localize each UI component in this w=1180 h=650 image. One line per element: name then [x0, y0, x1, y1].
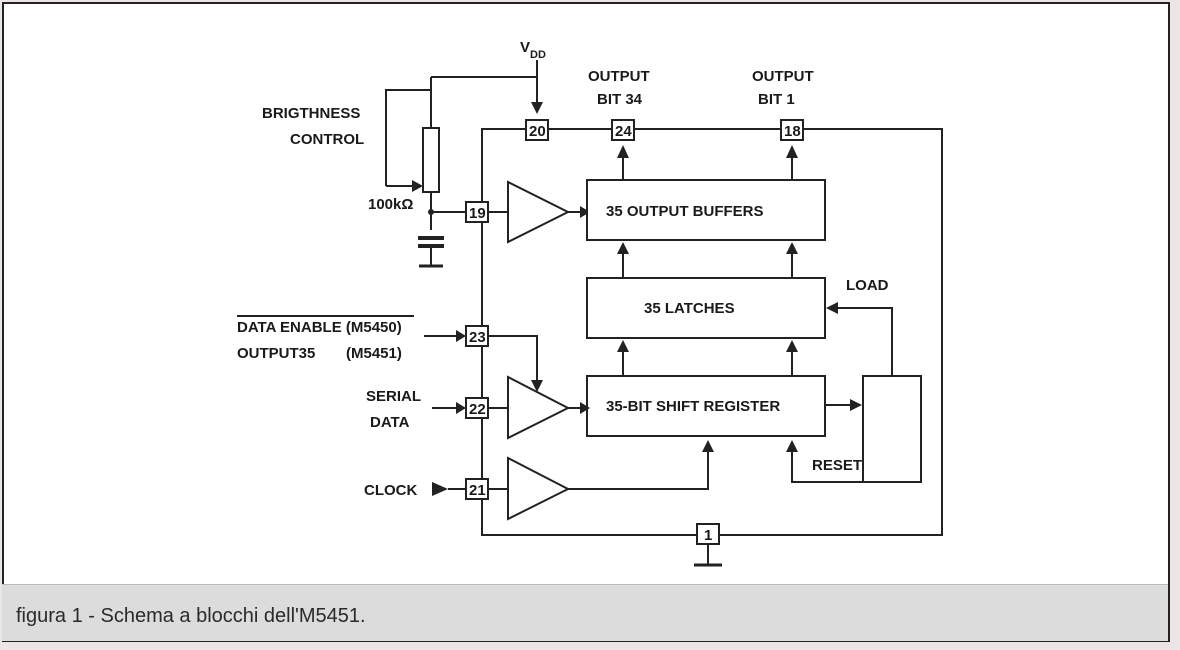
- sr-to-latch-arrow-1: [617, 340, 629, 352]
- serial-arrow: [456, 402, 466, 414]
- vdd-arrow: [531, 102, 543, 114]
- out34-arrow: [617, 145, 629, 158]
- output-bit1-label-1: OUTPUT: [752, 68, 814, 85]
- load-arrow: [826, 302, 838, 314]
- load-line: [836, 308, 892, 376]
- load-label: LOAD: [846, 277, 889, 294]
- output-bit34-label-2: BIT 34: [597, 91, 643, 108]
- output35-variant-label: (M5451): [346, 345, 402, 362]
- clock-label: CLOCK: [364, 482, 417, 499]
- pin-18-label: 18: [784, 123, 801, 140]
- sr-to-latch-arrow-2: [786, 340, 798, 352]
- enable-to-buffer-line: [488, 336, 537, 384]
- pin-23-label: 23: [469, 329, 486, 346]
- caption-bar: figura 1 - Schema a blocchi dell'M5451.: [2, 584, 1168, 641]
- brightness-buffer: [508, 182, 568, 242]
- reset-arrow: [786, 440, 798, 452]
- latches-label: 35 LATCHES: [644, 300, 735, 317]
- clock-to-sr-line: [568, 450, 708, 489]
- serial-label-1: SERIAL: [366, 388, 421, 405]
- out1-arrow: [786, 145, 798, 158]
- data-enable-arrow: [456, 330, 466, 342]
- output-bit1-label-2: BIT 1: [758, 91, 795, 108]
- figure-caption: figura 1 - Schema a blocchi dell'M5451.: [16, 605, 366, 628]
- data-enable-label: DATA ENABLE (M5450): [237, 319, 402, 336]
- pot-wiper-arrow: [412, 180, 423, 192]
- latch-to-buffer-arrow-2: [786, 242, 798, 254]
- reset-label: RESET: [812, 457, 862, 474]
- pin-22-label: 22: [469, 401, 486, 418]
- pin-19-label: 19: [469, 205, 486, 222]
- output35-label: OUTPUT35: [237, 345, 315, 362]
- vdd-label: VDD: [520, 39, 546, 61]
- clock-arrow: [432, 482, 448, 496]
- output-buffers-label: 35 OUTPUT BUFFERS: [606, 203, 764, 220]
- output-bit34-label-1: OUTPUT: [588, 68, 650, 85]
- potentiometer: [423, 128, 439, 192]
- pin-21-label: 21: [469, 482, 486, 499]
- serial-label-2: DATA: [370, 414, 410, 431]
- shift-register-label: 35-BIT SHIFT REGISTER: [606, 398, 780, 415]
- control-block: [863, 376, 921, 482]
- clock-to-sr-arrow: [702, 440, 714, 452]
- brightness-label-1: BRIGTHNESS: [262, 105, 360, 122]
- clock-buffer: [508, 458, 568, 519]
- latch-to-buffer-arrow-1: [617, 242, 629, 254]
- pin-20-label: 20: [529, 123, 546, 140]
- brightness-label-2: CONTROL: [290, 131, 364, 148]
- resistor-value: 100kΩ: [368, 196, 413, 213]
- sr-to-control-arrow: [850, 399, 862, 411]
- pin-1-label: 1: [704, 527, 712, 544]
- pin-24-label: 24: [615, 123, 632, 140]
